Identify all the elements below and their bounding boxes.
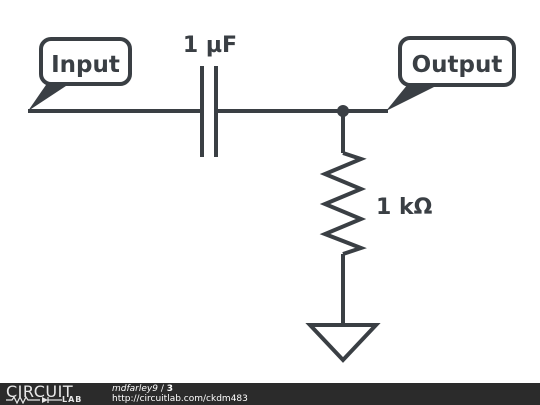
resistor-zigzag (319, 151, 367, 256)
capacitor (200, 66, 218, 157)
input-label: Input (51, 52, 120, 78)
input-tag-pointer (28, 82, 72, 111)
output-tag-pointer (386, 84, 440, 111)
author-name[interactable]: mdfarley9 (112, 384, 158, 394)
footer-bar: CIRCUIT LAB mdfarley9 / 3 http://circuit… (0, 382, 540, 405)
circuitlab-logo-word: CIRCUIT (6, 382, 74, 401)
circuit-diagram: Input Output 1 µF 1 kΩ (28, 33, 516, 363)
credit-line: mdfarley9 / 3 (112, 384, 173, 394)
input-tag-box (39, 37, 132, 86)
output-port-tag: Output (386, 36, 516, 111)
circuit-url[interactable]: http://circuitlab.com/ckdm483 (112, 394, 248, 404)
ground-symbol (305, 323, 381, 363)
resistor-logo-icon (6, 396, 62, 404)
output-label: Output (412, 52, 503, 78)
output-tag-box (398, 36, 516, 87)
circuitlab-logo-lab: LAB (62, 395, 83, 404)
resistor-value-label: 1 kΩ (376, 195, 433, 220)
credit-separator: / (157, 384, 167, 394)
input-port-tag: Input (28, 37, 132, 111)
capacitor-value-label: 1 µF (183, 33, 237, 58)
revision-number: 3 (166, 384, 173, 394)
